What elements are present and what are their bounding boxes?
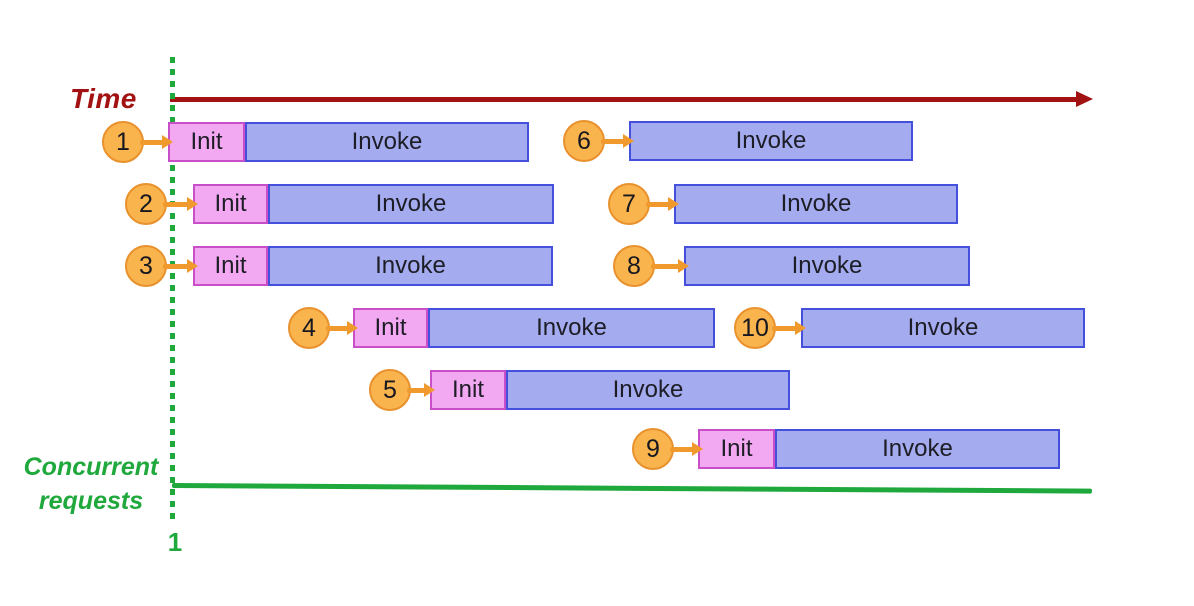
concurrency-threshold-dotted-line — [170, 57, 175, 522]
invoke-label: Invoke — [375, 252, 446, 279]
arrow-line — [651, 263, 680, 269]
arrow-head-icon — [623, 134, 634, 148]
concurrent-requests-line — [171, 483, 1092, 494]
request-number: 7 — [622, 189, 636, 218]
init-bar: Init — [430, 370, 506, 410]
invoke-label: Invoke — [375, 190, 447, 217]
arrow-head-icon — [347, 321, 358, 335]
init-bar: Init — [168, 122, 245, 162]
request-number: 2 — [139, 189, 153, 218]
request-badge: 9 — [632, 428, 674, 470]
request-number: 5 — [383, 375, 397, 404]
arrow-head-icon — [795, 321, 806, 335]
invoke-bar: Invoke — [629, 121, 913, 161]
invoke-label: Invoke — [791, 252, 863, 279]
arrow-head-icon — [678, 259, 689, 273]
init-label: Init — [190, 128, 223, 155]
init-bar: Init — [193, 246, 268, 286]
init-label: Init — [214, 252, 247, 279]
time-axis-label: Time — [70, 83, 137, 114]
arrow-icon — [651, 259, 689, 273]
request-number: 6 — [577, 126, 591, 155]
init-bar: Init — [193, 184, 268, 224]
request-badge: 8 — [613, 245, 655, 287]
arrow-line — [326, 325, 349, 331]
arrow-line — [772, 325, 797, 331]
invoke-label: Invoke — [351, 128, 423, 155]
request-badge: 1 — [102, 121, 144, 163]
arrow-icon — [326, 321, 358, 335]
arrow-line — [601, 138, 625, 144]
invoke-label: Invoke — [612, 376, 684, 403]
arrow-icon — [646, 197, 679, 211]
arrow-line — [140, 139, 164, 145]
request-badge: 5 — [369, 369, 411, 411]
init-label: Init — [214, 190, 247, 217]
arrow-line — [163, 263, 189, 269]
init-bar: Init — [698, 429, 775, 469]
arrow-icon — [601, 134, 634, 148]
request-number: 9 — [646, 434, 660, 463]
init-label: Init — [720, 435, 753, 462]
concurrent-requests-label-line2: requests — [38, 486, 144, 515]
request-badge: 6 — [563, 120, 605, 162]
arrow-head-icon — [692, 442, 703, 456]
request-badge: 4 — [288, 307, 330, 349]
arrow-head-icon — [668, 197, 679, 211]
arrow-head-icon — [424, 383, 435, 397]
arrow-head-icon — [187, 259, 198, 273]
request-number: 1 — [116, 127, 130, 156]
request-badge: 3 — [125, 245, 167, 287]
concurrent-requests-label: Concurrent requests — [16, 451, 166, 519]
invoke-label: Invoke — [907, 314, 979, 341]
invoke-label: Invoke — [536, 314, 607, 341]
arrow-icon — [772, 321, 806, 335]
request-badge: 10 — [734, 307, 776, 349]
arrow-icon — [670, 442, 703, 456]
invoke-bar: Invoke — [801, 308, 1085, 348]
request-badge: 2 — [125, 183, 167, 225]
arrow-icon — [163, 259, 198, 273]
time-axis-arrowhead-icon — [1076, 90, 1093, 107]
invoke-label: Invoke — [780, 190, 852, 217]
arrow-icon — [407, 383, 435, 397]
init-bar: Init — [353, 308, 428, 348]
request-number: 10 — [741, 313, 769, 342]
arrow-line — [670, 446, 694, 452]
concurrency-tick-label: 1 — [167, 527, 183, 557]
invoke-bar: Invoke — [684, 246, 970, 286]
request-number: 3 — [139, 251, 153, 280]
arrow-icon — [163, 197, 198, 211]
invoke-bar: Invoke — [268, 246, 553, 286]
init-label: Init — [374, 314, 407, 341]
arrow-head-icon — [187, 197, 198, 211]
arrow-line — [407, 387, 426, 393]
arrow-line — [163, 201, 189, 207]
time-axis-arrow — [170, 97, 1078, 102]
invoke-bar: Invoke — [428, 308, 715, 348]
request-badge: 7 — [608, 183, 650, 225]
init-label: Init — [451, 376, 484, 403]
invoke-bar: Invoke — [775, 429, 1060, 469]
arrow-icon — [140, 135, 173, 149]
invoke-bar: Invoke — [674, 184, 958, 224]
invoke-label: Invoke — [882, 435, 953, 462]
invoke-bar: Invoke — [245, 122, 529, 162]
invoke-bar: Invoke — [268, 184, 554, 224]
arrow-head-icon — [162, 135, 173, 149]
request-number: 8 — [627, 251, 641, 280]
invoke-label: Invoke — [735, 127, 807, 154]
invoke-bar: Invoke — [506, 370, 790, 410]
arrow-line — [646, 201, 670, 207]
concurrent-requests-label-line1: Concurrent — [23, 453, 159, 481]
request-number: 4 — [302, 313, 316, 342]
